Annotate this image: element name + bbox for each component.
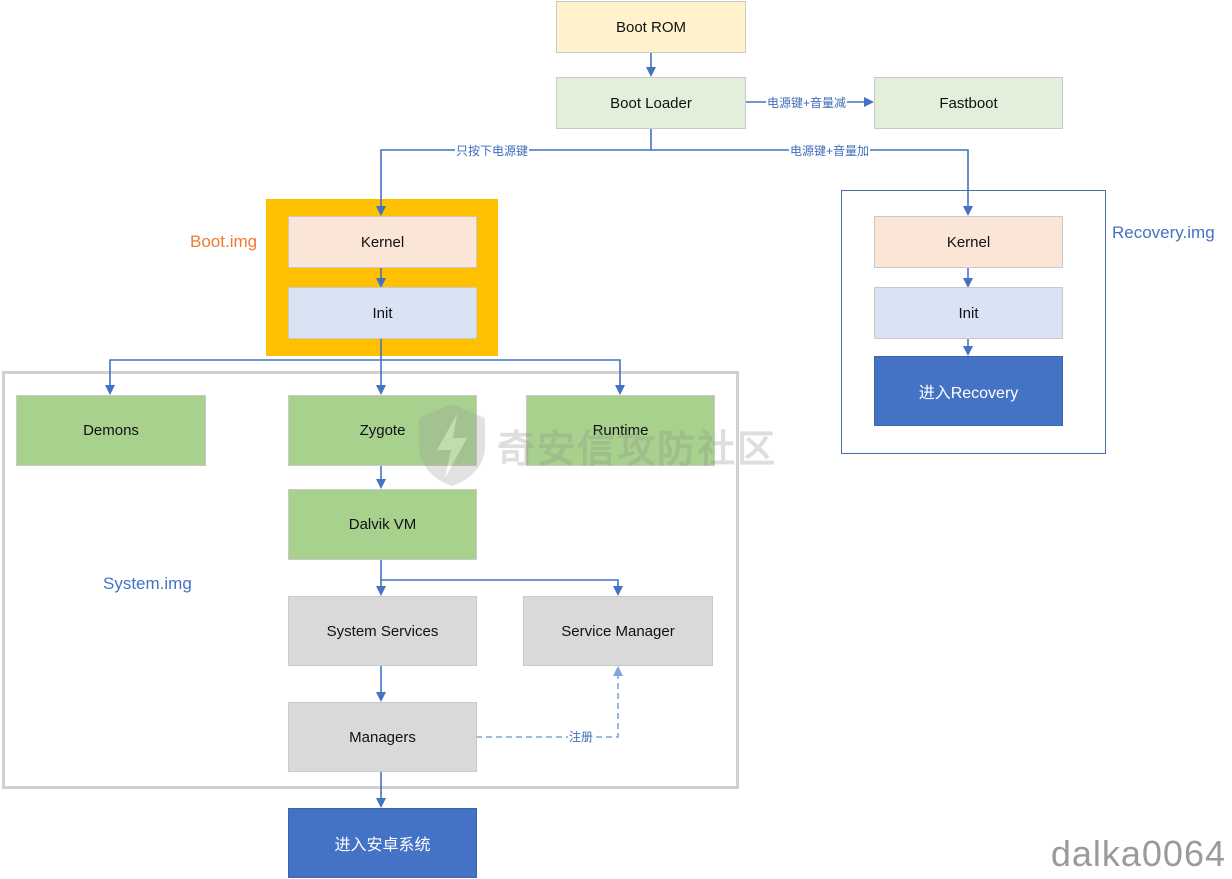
system-img-frame [2, 371, 739, 789]
init-boot-node: Init [288, 287, 477, 339]
boot-rom-node: Boot ROM [556, 1, 746, 53]
managers-node: Managers [288, 702, 477, 772]
kernel-boot-node: Kernel [288, 216, 477, 268]
edge-bootloader-kernel-recovery [651, 149, 973, 216]
init-recovery-node: Init [874, 287, 1063, 339]
runtime-node: Runtime [526, 395, 715, 466]
edge-dalvik-service-manager [381, 579, 623, 596]
edge-label-power-only: 只按下电源键 [455, 144, 530, 158]
dalvik-vm-node: Dalvik VM [288, 489, 477, 560]
enter-android-node: 进入安卓系统 [288, 808, 477, 878]
edge-label-register: 注册 [568, 730, 595, 744]
service-manager-node: Service Manager [523, 596, 713, 666]
boot-img-label: Boot.img [190, 232, 258, 251]
edge-init-demons [105, 359, 381, 395]
recovery-img-label: Recovery.img [1112, 223, 1215, 242]
boot-loader-node: Boot Loader [556, 77, 746, 129]
fastboot-node: Fastboot [874, 77, 1063, 129]
watermark: 奇安信攻防社区 [415, 402, 777, 488]
recovery-img-frame [841, 190, 1106, 454]
enter-recovery-node: 进入Recovery [874, 356, 1063, 426]
system-img-label: System.img [103, 574, 192, 593]
kernel-recovery-node: Kernel [874, 216, 1063, 268]
zygote-node: Zygote [288, 395, 477, 466]
edge-bootloader-kernel-boot [376, 129, 652, 216]
lightning-shield-icon [419, 404, 485, 486]
demons-node: Demons [16, 395, 206, 466]
edge-label-power-vol-down: 电源键+音量减 [766, 96, 848, 110]
credit-text: dalka0064 [1050, 833, 1226, 874]
watermark-text: 奇安信攻防社区 [497, 428, 778, 471]
system-services-node: System Services [288, 596, 477, 666]
edge-label-power-vol-up: 电源键+音量加 [789, 144, 871, 158]
edge-managers-service-manager-register [476, 666, 623, 738]
edge-init-runtime [381, 359, 625, 395]
